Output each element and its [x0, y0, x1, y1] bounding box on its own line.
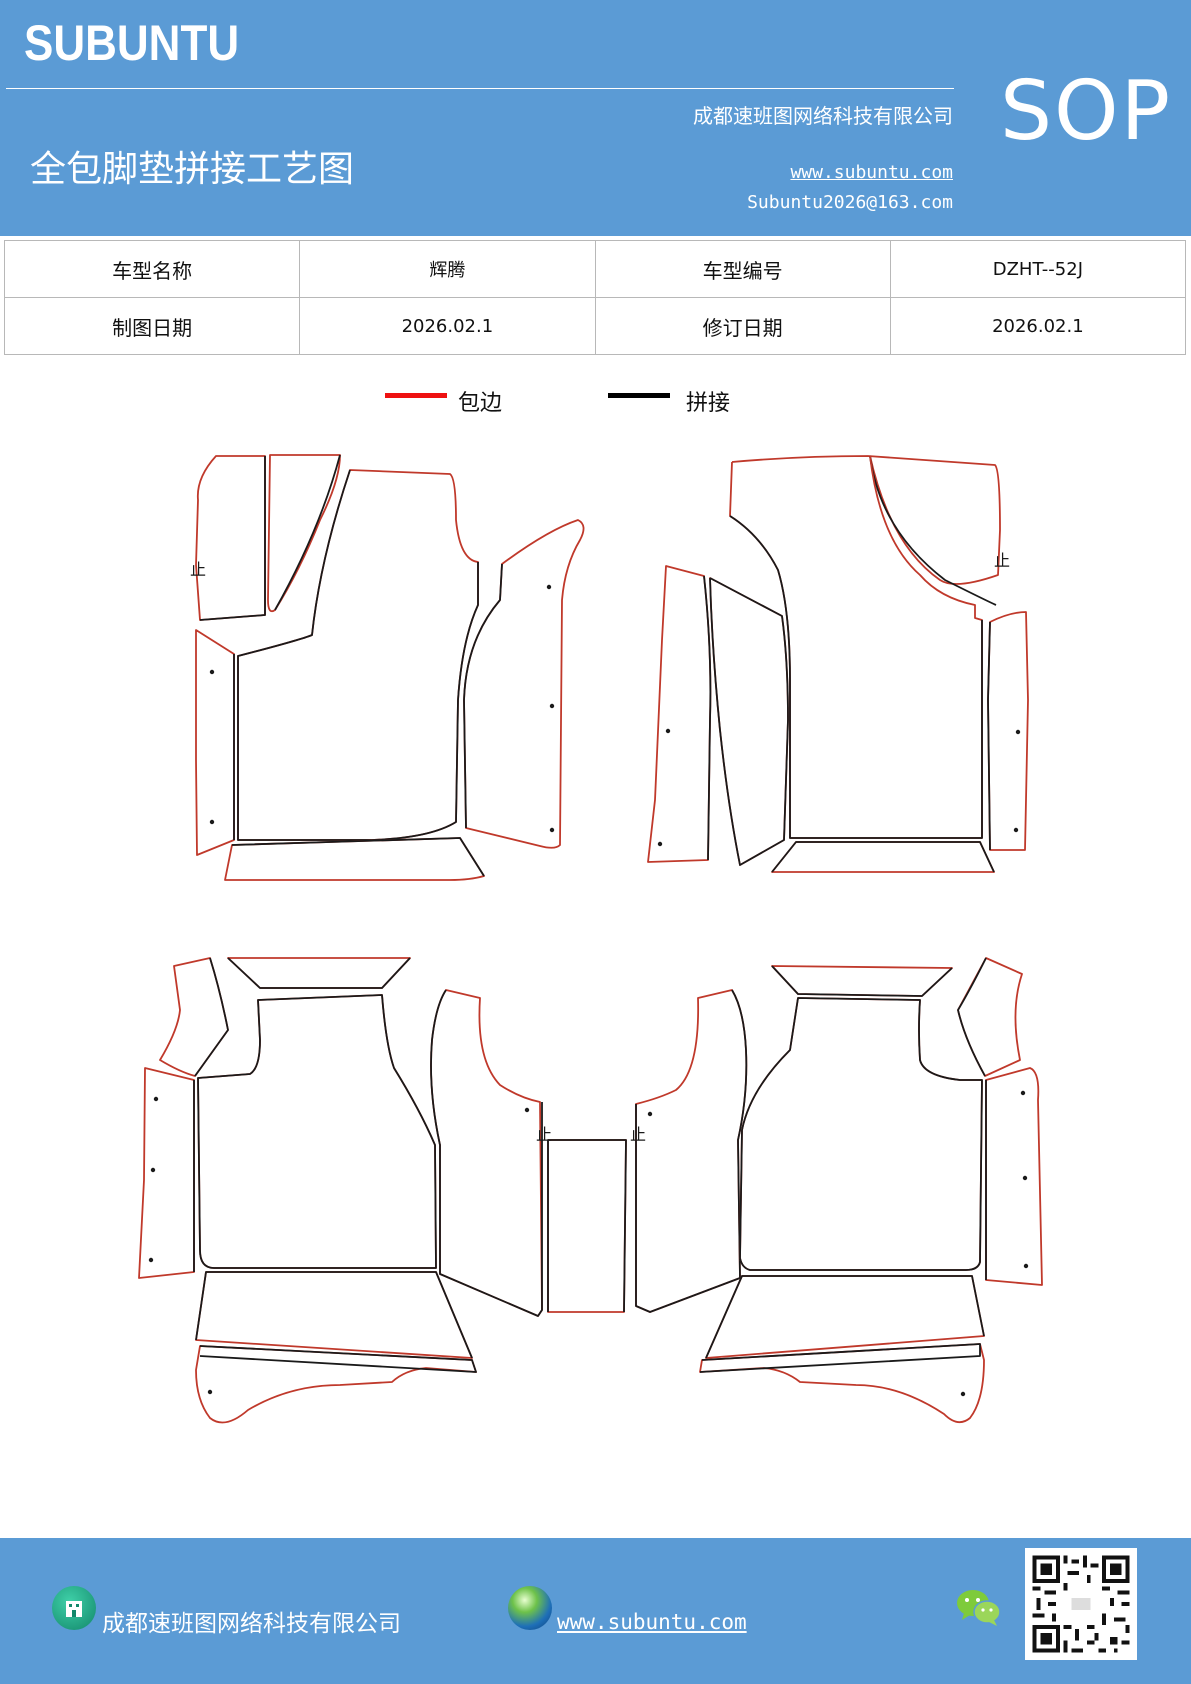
legend-edge-swatch [385, 393, 447, 398]
front-right-mat: 止 [647, 455, 1029, 873]
footer-website-link[interactable]: www.subuntu.com [557, 1610, 747, 1634]
rear-right-bottom-piece [699, 1343, 985, 1424]
rear-right-side-piece [985, 1067, 1043, 1286]
legend-seam-swatch [608, 393, 670, 398]
qr-code[interactable] [1025, 1548, 1137, 1660]
stop-mark: 止 [994, 551, 1010, 570]
model-name-label: 车型名称 [3, 240, 301, 298]
rear-left-bottom-piece [195, 1345, 477, 1424]
rear-right-corner-piece [957, 957, 1023, 1077]
rear-left-mat [138, 957, 543, 1424]
front-right-upper-piece [731, 455, 1001, 585]
stop-mark: 止 [536, 1125, 552, 1144]
sop-badge: SOP [1000, 64, 1173, 159]
floor-mat-diagram: 止 止 [138, 454, 1043, 1424]
footer-company-name: 成都速班图网络科技有限公司 [102, 1611, 401, 1637]
front-left-mat: 止 [190, 454, 585, 881]
website-link[interactable]: www.subuntu.com [790, 162, 953, 183]
front-left-main-piece [237, 469, 479, 841]
footer-banner: 成都速班图网络科技有限公司 www.subuntu.com [0, 1538, 1191, 1684]
vehicle-info-table: 车型名称 辉腾 车型编号 DZHT--52J 制图日期 2026.02.1 修订… [3, 240, 1187, 355]
header-banner: SUBUNTU 成都速班图网络科技有限公司 全包脚垫拼接工艺图 www.subu… [0, 0, 1191, 236]
front-right-side-piece [987, 611, 1029, 851]
contact-email[interactable]: Subuntu2026@163.com [747, 192, 953, 213]
revision-date-value: 2026.02.1 [889, 297, 1187, 355]
wechat-icon[interactable] [956, 1588, 1002, 1628]
model-code-value: DZHT--52J [889, 240, 1187, 298]
center-tunnel-piece [547, 1139, 627, 1313]
company-name: 成都速班图网络科技有限公司 [693, 104, 953, 128]
rear-left-corner-piece [159, 957, 229, 1077]
header-divider [6, 88, 954, 89]
revision-date-label: 修订日期 [594, 297, 891, 355]
front-right-main-piece [729, 455, 983, 839]
front-right-door-piece [647, 565, 712, 863]
draw-date-value: 2026.02.1 [299, 297, 596, 355]
brand-logo: SUBUNTU [24, 15, 240, 71]
rear-left-side-piece [138, 1067, 195, 1279]
model-name-value: 辉腾 [299, 240, 596, 298]
draw-date-label: 制图日期 [3, 297, 301, 355]
front-left-door-piece [463, 519, 585, 849]
front-right-bottom-piece [771, 841, 995, 873]
front-right-strip-piece [709, 577, 789, 866]
rear-right-mat [635, 957, 1043, 1424]
page-title: 全包脚垫拼接工艺图 [30, 149, 355, 190]
front-left-side-piece [195, 629, 235, 856]
rear-right-main-piece [739, 997, 983, 1271]
stop-mark: 止 [630, 1125, 646, 1144]
rear-left-lower-piece [195, 1271, 473, 1359]
rear-right-top-piece [771, 965, 953, 997]
legend: 包边 拼接 [0, 385, 1191, 425]
stop-mark: 止 [190, 560, 206, 579]
rear-left-door-piece [430, 989, 543, 1317]
table-row: 制图日期 2026.02.1 修订日期 2026.02.1 [3, 297, 1187, 355]
building-icon [52, 1586, 96, 1630]
model-code-label: 车型编号 [594, 240, 891, 298]
front-left-upper-piece [195, 455, 266, 621]
legend-seam-label: 拼接 [686, 391, 731, 416]
table-row: 车型名称 辉腾 车型编号 DZHT--52J [3, 240, 1187, 298]
globe-icon [508, 1586, 552, 1630]
front-left-strip-piece [267, 454, 341, 613]
rear-left-main-piece [197, 994, 437, 1269]
legend-edge-label: 包边 [458, 391, 503, 416]
center-tunnel-mat: 止 止 [536, 1125, 646, 1313]
rear-right-door-piece [635, 989, 748, 1313]
